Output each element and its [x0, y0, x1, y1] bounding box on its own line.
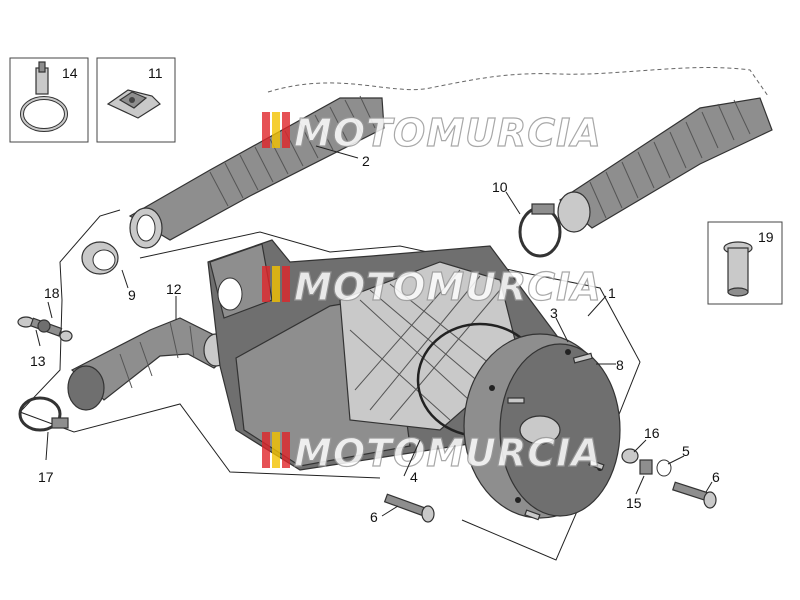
dashed-outline-left: [19, 209, 381, 479]
callout-3: 3: [550, 305, 558, 321]
cover-part-3: [463, 333, 621, 519]
callout-19: 19: [758, 229, 774, 245]
callout-2: 2: [362, 153, 370, 169]
fasteners-right-parts-16-15-5-6: [621, 448, 717, 509]
inset-box-14: [9, 57, 89, 143]
clamp-part-10: [518, 203, 562, 258]
screws-part-8: [507, 352, 605, 521]
dashed-hose-route: [267, 67, 769, 97]
callout-16: 16: [644, 425, 660, 441]
callout-14: 14: [62, 65, 78, 81]
svg-text:MOTOMURCIA: MOTOMURCIA: [294, 111, 602, 155]
callout-5: 5: [682, 443, 690, 459]
pin-part-19: [723, 241, 753, 297]
clamp-part-17: [18, 396, 69, 432]
svg-text:MOTOMURCIA: MOTOMURCIA: [294, 431, 602, 475]
clip-nut-part-11: [106, 89, 161, 119]
bolt-part-6-bottom: [383, 493, 435, 523]
inset-box-11: [96, 57, 176, 143]
watermark-top: MOTOMURCIA: [262, 110, 602, 156]
hose-right: [557, 97, 773, 233]
callout-9: 9: [128, 287, 136, 303]
elbow-part-12: [67, 317, 231, 411]
callout-8: 8: [616, 357, 624, 373]
callout-6-right: 6: [712, 469, 720, 485]
screw-part-13-18: [17, 316, 73, 342]
watermark-middle: MOTOMURCIA: [262, 264, 602, 310]
callout-15: 15: [626, 495, 642, 511]
callout-18: 18: [44, 285, 60, 301]
svg-text:MOTOMURCIA: MOTOMURCIA: [294, 265, 602, 309]
inset-box-19: [707, 221, 783, 305]
ring-part-9: [81, 241, 119, 275]
callout-4: 4: [410, 469, 418, 485]
callout-12: 12: [166, 281, 182, 297]
callout-13: 13: [30, 353, 46, 369]
callout-10: 10: [492, 179, 508, 195]
callout-1: 1: [608, 285, 616, 301]
callout-11: 11: [148, 65, 163, 81]
callout-17: 17: [38, 469, 54, 485]
hose-part-2: [128, 95, 385, 249]
leader-lines: [35, 145, 713, 517]
clamp-part-14: [20, 61, 68, 132]
watermark-bottom: MOTOMURCIA: [262, 430, 602, 476]
callout-6-bottom: 6: [370, 509, 378, 525]
